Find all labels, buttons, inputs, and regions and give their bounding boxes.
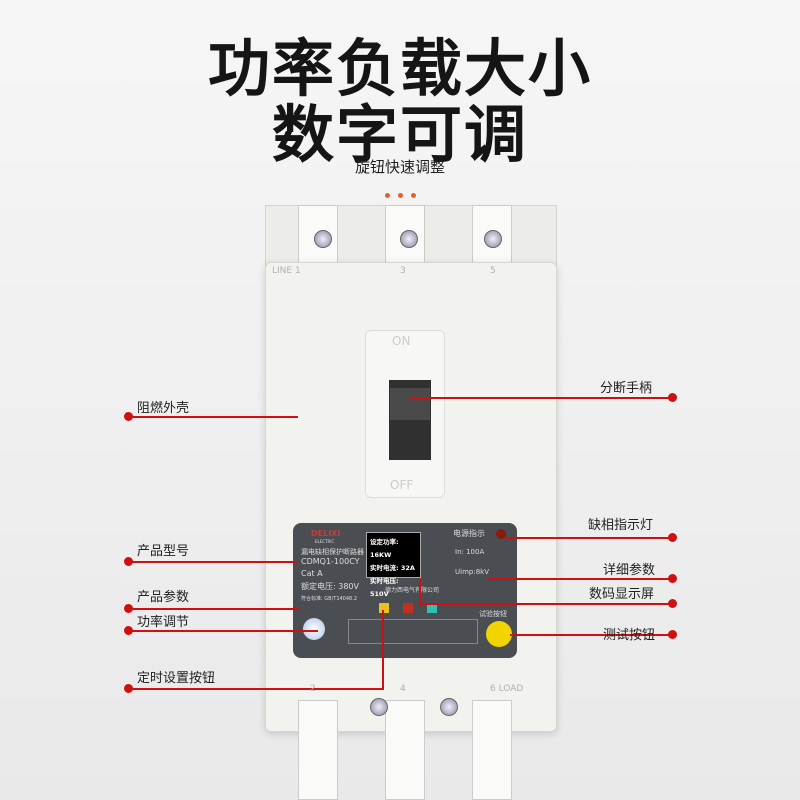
category: Cat A [301, 569, 323, 578]
callout-test-button: 测试按钮 [603, 628, 656, 643]
panel-button[interactable] [427, 603, 437, 613]
callout-line [419, 578, 421, 605]
terminal [298, 700, 338, 800]
terminal-label: 3 [400, 266, 406, 276]
callout-power-adjust: 功率调节 [137, 615, 190, 630]
terminal-label: 5 [490, 266, 496, 276]
rated-voltage: 额定电压: 380V [301, 582, 359, 591]
power-adjust-knob[interactable] [303, 618, 325, 640]
callout-model: 产品型号 [137, 544, 190, 559]
terminal [472, 700, 512, 800]
callout-dot [668, 599, 677, 608]
timer-set-button[interactable] [379, 603, 389, 613]
model-number: CDMQ1-100CY [301, 557, 360, 566]
screw-icon [400, 230, 418, 248]
callout-timer-button: 定时设置按钮 [137, 671, 216, 686]
callout-dot [668, 533, 677, 542]
callout-line [510, 634, 672, 636]
callout-line [488, 578, 672, 580]
screw-icon [440, 698, 458, 716]
panel-button[interactable] [403, 603, 413, 613]
callout-details: 详细参数 [603, 563, 656, 578]
callout-line [128, 630, 318, 632]
power-indicator-label: 电源指示 [453, 529, 485, 538]
terminal-label: LINE 1 [272, 266, 301, 276]
callout-dot [668, 393, 677, 402]
standard: 符合标准: GB/T14048.2 [301, 596, 357, 602]
callout-dot [668, 574, 677, 583]
callout-display: 数码显示屏 [589, 587, 655, 602]
company-name: 德力西电气有限公司 [385, 587, 440, 594]
digital-display: 设定功率: 16KW 实时电流: 32A 实时电压: 510V [366, 532, 421, 598]
callout-housing: 阻燃外壳 [137, 401, 190, 416]
screw-icon [314, 230, 332, 248]
callout-parameters: 产品参数 [137, 590, 190, 605]
callout-line [420, 603, 672, 605]
terminal-label: 6 LOAD [490, 684, 524, 694]
headline-line2: 数字可调 [271, 98, 528, 171]
display-set-power: 设定功率: 16KW [370, 538, 399, 559]
decorative-dots [0, 183, 800, 202]
callout-line [505, 537, 672, 539]
callout-line [410, 397, 672, 399]
handle-off-label: OFF [390, 478, 414, 492]
product-name: 漏电缺相保护断路器 [301, 548, 364, 556]
subtitle: 旋钮快速调整 [354, 158, 445, 176]
screw-icon [484, 230, 502, 248]
phase-loss-indicator-light [496, 529, 506, 539]
test-button-label: 试验按钮 [479, 610, 507, 618]
handle-on-label: ON [392, 334, 411, 348]
callout-line [128, 688, 384, 690]
callout-line [382, 610, 384, 690]
brand-logo: DELIXI [311, 529, 341, 538]
parameter-table [348, 619, 478, 644]
display-voltage: 实时电压: 510V [370, 577, 399, 598]
control-panel: DELIXI ELECTRIC 漏电缺相保护断路器 CDMQ1-100CY Ca… [293, 523, 517, 658]
headline-line1: 功率负载大小 [207, 32, 592, 105]
brand-sub: ELECTRIC [315, 539, 335, 544]
test-button[interactable] [486, 621, 512, 647]
callout-handle: 分断手柄 [600, 381, 653, 396]
callout-indicator-light: 缺相指示灯 [588, 518, 654, 533]
callout-line [128, 416, 298, 418]
terminal-label: 2 [310, 684, 316, 694]
screw-icon [370, 698, 388, 716]
spec-current: In: 100A [455, 548, 485, 556]
breaking-handle[interactable] [390, 388, 430, 420]
terminal [385, 700, 425, 800]
callout-line [128, 561, 298, 563]
terminal-label: 4 [400, 684, 406, 694]
callout-line [128, 608, 300, 610]
display-current: 实时电流: 32A [370, 564, 415, 572]
spec-uimp: Uimp:8kV [455, 568, 489, 576]
callout-dot [668, 630, 677, 639]
